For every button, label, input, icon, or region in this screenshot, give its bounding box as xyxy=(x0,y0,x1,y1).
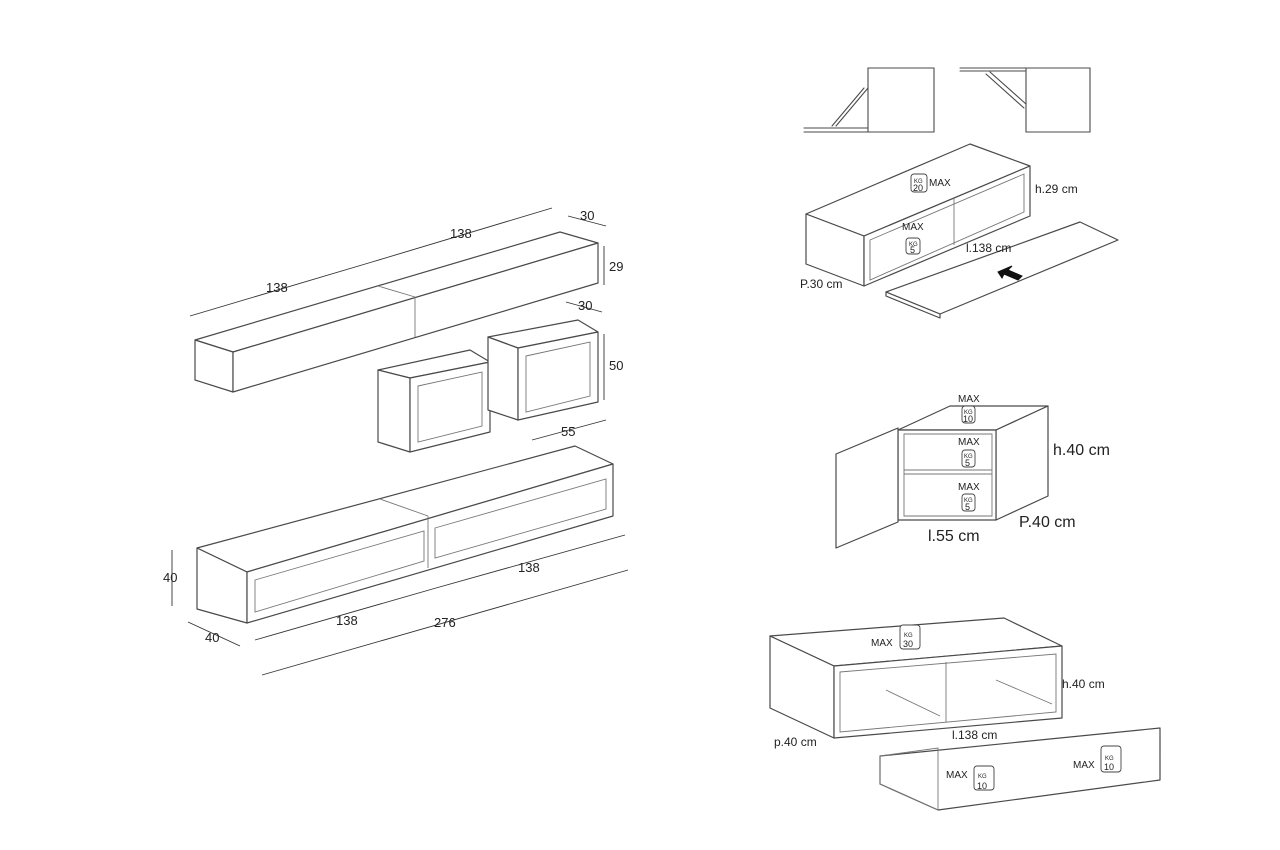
overview-base-unit xyxy=(196,445,614,624)
cube-shelf-weight-2: MAX KG 5 xyxy=(958,482,980,512)
svg-text:KG: KG xyxy=(964,498,973,504)
svg-text:KG: KG xyxy=(909,242,918,248)
dim-base-height: 40 xyxy=(163,570,177,585)
dim-shelf-depth: 30 xyxy=(580,208,594,223)
svg-text:5: 5 xyxy=(965,458,970,468)
svg-text:KG: KG xyxy=(964,454,973,460)
wall-shelf-top-weight: KG 20 MAX xyxy=(910,173,951,193)
svg-text:MAX: MAX xyxy=(902,222,924,233)
svg-text:5: 5 xyxy=(910,245,915,255)
base-length: l.138 cm xyxy=(952,728,997,742)
overview-cube-left xyxy=(377,349,491,453)
base-height: h.40 cm xyxy=(1062,677,1105,691)
base-drawer-weight-2: MAX KG 10 xyxy=(1073,745,1122,773)
svg-text:MAX: MAX xyxy=(958,437,980,448)
svg-text:MAX: MAX xyxy=(958,482,980,493)
wall-shelf-inner-weight: MAX KG 5 xyxy=(902,222,924,255)
dim-base-left: 138 xyxy=(336,613,358,628)
base-drawer-weight-1: MAX KG 10 xyxy=(946,765,995,791)
svg-text:10: 10 xyxy=(1104,762,1114,772)
dim-base-total: 276 xyxy=(434,615,456,630)
dim-shelf-height: 29 xyxy=(609,259,623,274)
wall-shelf-detail: KG 20 MAX MAX KG 5 h.29 cm l.138 cm P.30… xyxy=(800,143,1119,319)
overview-drawing: 138 138 30 29 30 50 55 40 40 138 138 276 xyxy=(163,207,629,676)
svg-text:30: 30 xyxy=(903,639,913,649)
svg-text:KG: KG xyxy=(904,633,913,639)
cube-shelf-weight-1: MAX KG 5 xyxy=(958,437,980,468)
dim-cube-height: 50 xyxy=(609,358,623,373)
overview-wall-shelf xyxy=(194,231,599,393)
base-top-weight: MAX KG 30 xyxy=(871,624,921,650)
dim-base-right: 138 xyxy=(518,560,540,575)
svg-text:KG: KG xyxy=(1105,756,1114,762)
svg-text:KG: KG xyxy=(978,774,987,780)
svg-text:MAX: MAX xyxy=(946,770,968,781)
svg-text:KG: KG xyxy=(964,410,973,416)
cube-depth: P.40 cm xyxy=(1019,514,1076,531)
svg-text:MAX: MAX xyxy=(1073,760,1095,771)
cube-detail: MAX KG 10 MAX KG 5 MAX KG 5 h.40 cm l.55… xyxy=(835,394,1110,549)
svg-text:10: 10 xyxy=(963,414,973,424)
svg-text:20: 20 xyxy=(913,183,923,193)
wall-shelf-length: l.138 cm xyxy=(966,241,1011,255)
flap-door-detail xyxy=(803,67,1091,133)
dim-shelf-upper: 138 xyxy=(450,226,472,241)
svg-text:5: 5 xyxy=(965,502,970,512)
dim-cube-width: 55 xyxy=(561,424,575,439)
cube-length: l.55 cm xyxy=(928,528,980,545)
cube-height: h.40 cm xyxy=(1053,442,1110,459)
base-unit-detail: MAX KG 30 MAX KG 10 MAX KG 10 h.40 cm l.… xyxy=(769,617,1161,811)
svg-text:KG: KG xyxy=(914,179,923,185)
overview-cube-right xyxy=(487,319,599,421)
wall-shelf-depth: P.30 cm xyxy=(800,277,842,291)
overview-dimension-lines xyxy=(171,207,629,676)
svg-text:MAX: MAX xyxy=(958,394,980,405)
cube-top-weight: MAX KG 10 xyxy=(958,394,980,424)
svg-text:10: 10 xyxy=(977,781,987,791)
svg-text:MAX: MAX xyxy=(871,638,893,649)
dim-cube-depth: 30 xyxy=(578,298,592,313)
wall-shelf-height: h.29 cm xyxy=(1035,182,1078,196)
dim-shelf-lower: 138 xyxy=(266,280,288,295)
base-depth: p.40 cm xyxy=(774,735,817,749)
svg-text:MAX: MAX xyxy=(929,178,951,189)
dim-base-depth: 40 xyxy=(205,630,219,645)
